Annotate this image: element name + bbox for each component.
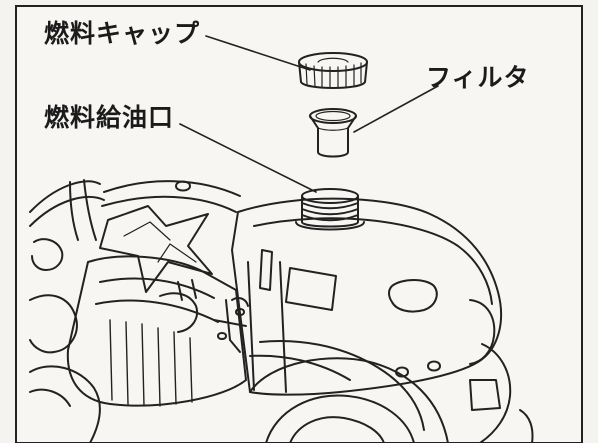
side-bracket-right	[479, 343, 512, 443]
fuel-filler-port-label: 燃料給油口	[44, 103, 175, 132]
fuel-cap-label: 燃料キャップ	[44, 19, 201, 48]
frame-tube	[101, 180, 241, 213]
fuel-line	[259, 339, 425, 431]
fuel-filler-neck	[295, 188, 365, 231]
tank-window	[285, 267, 337, 311]
linkage-bolts	[217, 308, 245, 340]
tank-cap-boss	[388, 279, 438, 313]
engine-fins	[109, 319, 193, 407]
fuel-cap	[298, 52, 368, 89]
fuel-filter	[309, 108, 357, 158]
leader-line-filter	[353, 85, 439, 133]
mount-bracket	[99, 205, 213, 293]
tank-slot	[259, 249, 273, 291]
tank-side-panel	[247, 261, 287, 393]
fuel-tank	[231, 197, 502, 396]
frame-knob	[175, 180, 191, 192]
filter-label: フィルタ	[426, 63, 530, 92]
engine-block	[66, 255, 247, 407]
lower-left-wheel	[29, 365, 101, 443]
leader-line-port	[179, 123, 317, 193]
leader-line-cap	[205, 35, 311, 71]
tank-bolt	[395, 360, 441, 378]
intake-pipe	[159, 292, 198, 333]
tank-side-bulge	[469, 299, 496, 365]
linkage	[213, 297, 249, 353]
